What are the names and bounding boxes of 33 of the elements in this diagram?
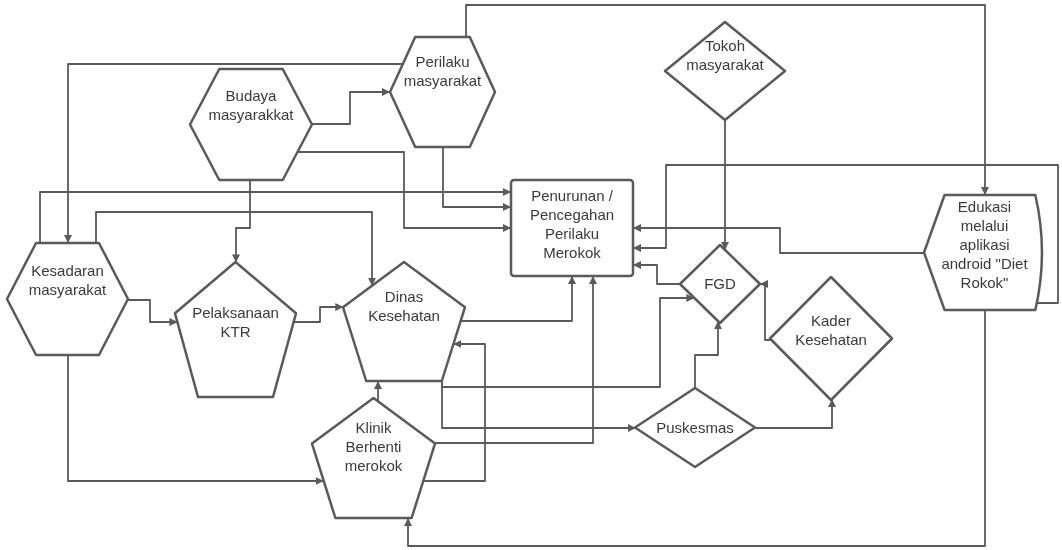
arrow (422, 340, 486, 482)
arrow (694, 320, 722, 389)
decision-diamond (770, 277, 892, 400)
decision-diamond (680, 245, 760, 323)
node-label: Puskesmas (655, 418, 735, 437)
pentagon-node (175, 262, 296, 397)
node-label: Pelaksanaan KTR (191, 303, 280, 341)
arrow (759, 280, 773, 341)
pentagon-node (343, 262, 465, 381)
hexagon-node (390, 37, 495, 147)
hexagon-node (190, 69, 312, 180)
arrow (465, 4, 989, 196)
decision-diamond (635, 388, 755, 467)
hexagon-node (7, 243, 128, 355)
arrow (753, 398, 836, 429)
node-label: Budaya masyarakkat (207, 86, 295, 124)
node-label: Edukasi melalui aplikasi android "Diet Rokok" (940, 197, 1029, 292)
node-label: FGD (703, 274, 737, 293)
node-label: Klinik Berhenti merokok (343, 418, 404, 475)
decision-diamond (665, 22, 785, 120)
display-shape-node (924, 195, 1045, 310)
node-label: Tokoh masyarakat (685, 36, 765, 74)
process-box (511, 180, 633, 276)
node-label: Kader Kesehatan (794, 311, 868, 349)
node-label: Dinas Kesehatan (367, 287, 441, 325)
arrow (310, 88, 391, 125)
arrow (39, 188, 512, 244)
node-label: Perilaku masyarakat (402, 52, 483, 90)
node-label: Penurunan / Pencegahan Perilaku Merokok (528, 186, 616, 262)
arrow (721, 119, 729, 251)
arrow (441, 294, 696, 388)
node-label: Kesadaran masyarakat (27, 261, 108, 299)
pentagon-node (312, 398, 435, 518)
